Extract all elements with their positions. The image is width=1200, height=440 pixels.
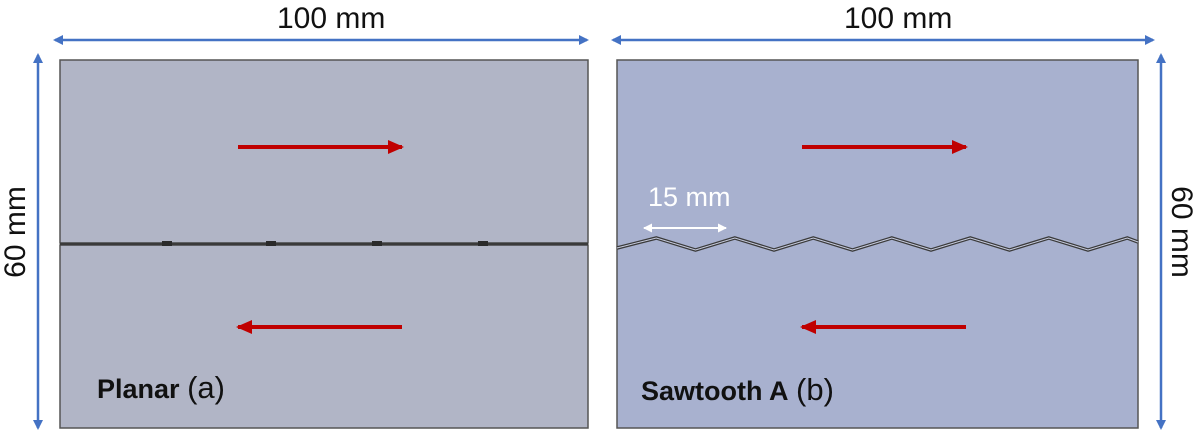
panel-a-planar (33, 35, 589, 430)
panel-a-caption: Planar (a) (97, 370, 225, 406)
panel-b-height-label: 60 mm (1165, 186, 1198, 278)
panel-b-sawtooth-joint-highlight (616, 237, 1139, 251)
panel-b-caption-name: Sawtooth A (641, 376, 789, 406)
panel-a-upper-plate (59, 59, 589, 244)
panel-a-caption-name: Planar (97, 374, 180, 404)
panel-b-sawtooth (611, 35, 1166, 430)
panel-a-height-label: 60 mm (0, 186, 32, 278)
panel-b-caption: Sawtooth A (b) (641, 372, 834, 408)
panel-b-caption-tag: (b) (796, 372, 834, 407)
panel-a-joint-ticks (162, 241, 488, 246)
panel-b-width-label: 100 mm (844, 2, 953, 35)
joint-tick (372, 241, 382, 246)
panel-a-lower-plate (59, 244, 589, 429)
joint-tick (162, 241, 172, 246)
panel-a-width-label: 100 mm (277, 2, 386, 35)
panel-b-pitch-label: 15 mm (648, 182, 731, 212)
joint-tick (478, 241, 488, 246)
joint-tick (266, 241, 276, 246)
panel-a-caption-tag: (a) (187, 370, 225, 405)
